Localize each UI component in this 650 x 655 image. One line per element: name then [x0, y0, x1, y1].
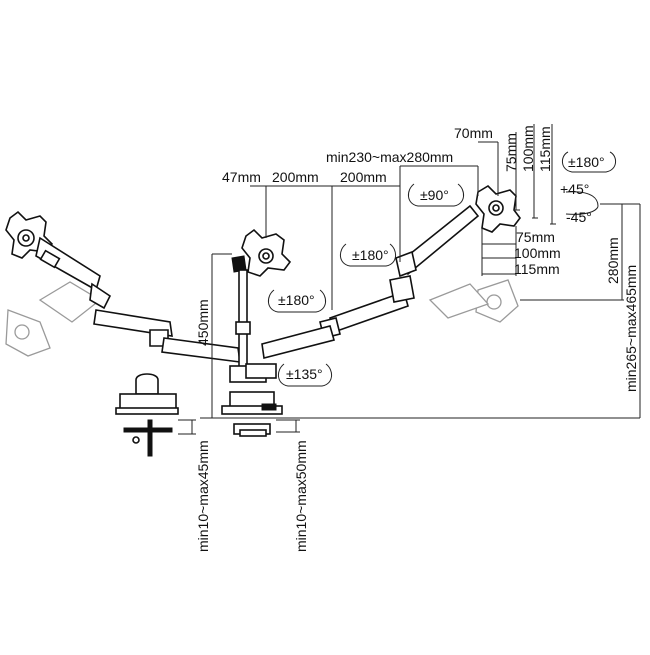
left-extension-arms: [93, 309, 241, 363]
right-vesa-plate: [475, 184, 521, 233]
tilt-up-label: +45°: [560, 181, 589, 197]
top-range-label: min230~max280mm: [326, 149, 453, 165]
pole-height-label: 450mm: [195, 299, 211, 346]
offset-70-label: 70mm: [454, 125, 493, 141]
vesa-v-100-label: 100mm: [520, 125, 536, 172]
arm-length-47: 47mm: [222, 169, 261, 185]
tilt-down-label: -45°: [566, 209, 592, 225]
height-adjust-label: 280mm: [605, 237, 621, 284]
arm-length-200-a: 200mm: [272, 169, 319, 185]
rotation-arrow-arm-base: ±135°: [278, 363, 332, 387]
center-clamp-assembly: [221, 391, 283, 437]
vesa-h-115-label: 115mm: [514, 261, 560, 277]
vesa-h-100-label: 100mm: [514, 245, 561, 261]
height-range-label: min265~max465mm: [623, 265, 639, 392]
rotation-arm-base-label: ±135°: [286, 366, 323, 382]
rotation-swivel-label: ±90°: [420, 187, 449, 203]
ghost-left-monitor-plate: [5, 281, 102, 357]
vesa-h-75-label: 75mm: [516, 229, 555, 245]
clamp-range-a-label: min10~max45mm: [195, 440, 211, 552]
right-gas-spring-arm: [395, 204, 480, 278]
rotation-arrow-screen: ±180°: [562, 151, 616, 173]
rotation-arrow-arm-middle: ±180°: [268, 289, 326, 313]
center-pole: [229, 269, 277, 383]
arm-length-200-b: 200mm: [340, 169, 387, 185]
rotation-arrow-arm-upper: ±180°: [340, 243, 396, 267]
center-vesa-plate: [231, 228, 292, 277]
left-clamp-assembly: [115, 373, 179, 457]
rotation-screen-label: ±180°: [568, 154, 605, 170]
left-gas-spring-arm: [35, 236, 112, 310]
vesa-v-115-label: 115mm: [537, 126, 553, 172]
ghost-right-monitor-plate: [428, 279, 519, 323]
clamp-range-b-label: min10~max50mm: [293, 440, 309, 552]
vesa-v-75-label: 75mm: [503, 133, 519, 172]
rotation-arm-upper-label: ±180°: [352, 247, 389, 263]
rotation-arrow-swivel: ±90°: [408, 183, 464, 207]
right-extension-arms: [261, 275, 415, 359]
dimension-lines: [178, 124, 641, 435]
rotation-arm-middle-label: ±180°: [278, 292, 315, 308]
